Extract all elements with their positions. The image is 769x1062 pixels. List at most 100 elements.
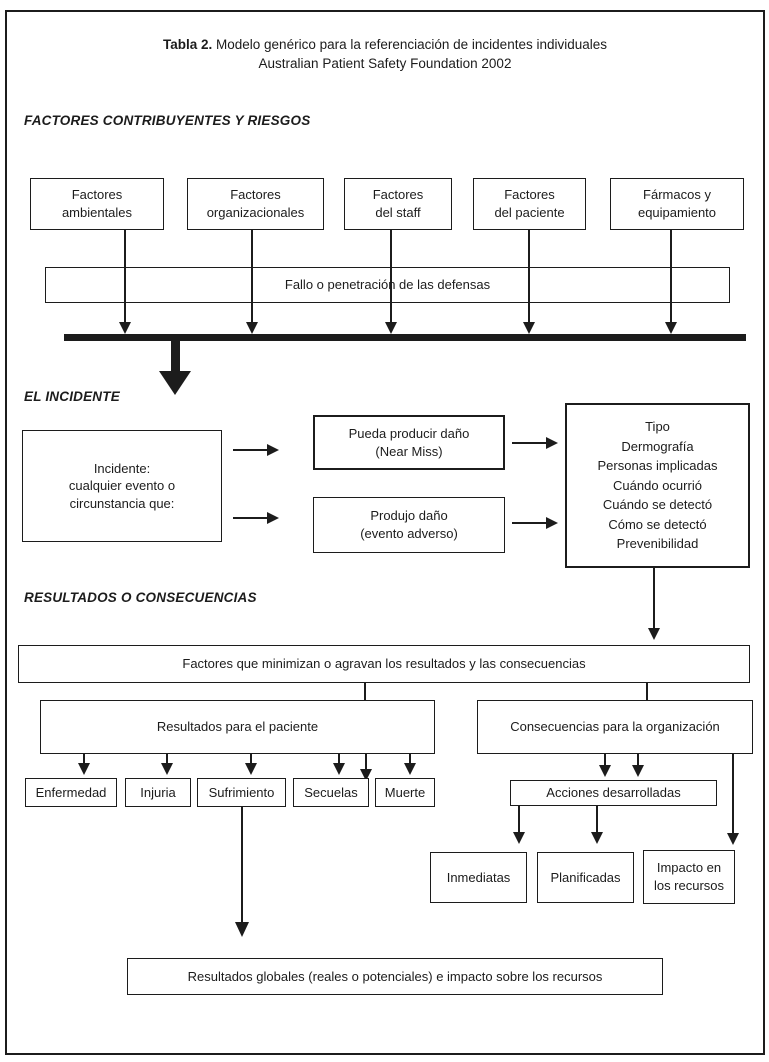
box-line: del paciente <box>494 205 565 220</box>
connector-line <box>338 754 340 764</box>
big-arrow-down-icon <box>159 371 191 395</box>
arrow-right-icon <box>267 444 279 456</box>
box-line: circunstancia que: <box>69 495 175 511</box>
box-line: (Near Miss) <box>375 443 443 459</box>
box-incident-details: Tipo Dermografía Personas implicadas Cuá… <box>565 403 750 568</box>
box-line: Resultados para el paciente <box>156 719 319 735</box>
box-line: Consecuencias para la organización <box>510 719 720 735</box>
connector-line <box>732 754 734 834</box>
connector-line <box>409 754 411 764</box>
box-line: (evento adverso) <box>360 526 458 541</box>
box-near-miss: Pueda producir daño (Near Miss) <box>313 415 505 470</box>
box-line: Factores <box>71 187 123 203</box>
defense-barrier-bar <box>64 334 746 341</box>
connector-line <box>653 568 655 629</box>
arrow-right-icon <box>546 437 558 449</box>
arrow-down-icon <box>333 763 345 775</box>
heading-el-incidente: EL INCIDENTE <box>24 389 120 404</box>
box-muerte: Muerte <box>375 778 435 807</box>
arrow-down-icon <box>385 322 397 334</box>
box-line: del staff <box>375 205 421 220</box>
box-resultados-globales: Resultados globales (reales o potenciale… <box>127 958 663 995</box>
box-factores-del-paciente: Factores del paciente <box>473 178 586 230</box>
box-evento-adverso: Produjo daño (evento adverso) <box>313 497 505 553</box>
arrow-down-icon <box>591 832 603 844</box>
connector-line <box>512 442 547 444</box>
box-farmacos-equipamiento: Fármacos y equipamiento <box>610 178 744 230</box>
box-acciones-desarrolladas: Acciones desarrolladas <box>510 780 717 806</box>
arrow-down-icon <box>665 322 677 334</box>
connector-line <box>233 449 268 451</box>
box-injuria: Injuria <box>125 778 191 807</box>
box-line: cualquier evento o <box>68 478 176 494</box>
box-line: ambientales <box>61 205 133 220</box>
box-line: Personas implicadas <box>597 458 718 474</box>
box-resultados-paciente: Resultados para el paciente <box>40 700 435 754</box>
connector-line <box>596 806 598 833</box>
arrow-down-icon <box>78 763 90 775</box>
connector-line <box>166 754 168 764</box>
box-line: Muerte <box>384 784 426 800</box>
box-line: Pueda producir daño <box>348 425 470 441</box>
arrow-right-icon <box>267 512 279 524</box>
connector-line <box>251 230 253 322</box>
connector-line <box>528 230 530 322</box>
box-line: equipamiento <box>637 205 717 220</box>
box-incidente: Incidente: cualquier evento o circunstan… <box>22 430 222 542</box>
arrow-right-icon <box>546 517 558 529</box>
arrow-down-icon <box>599 765 611 777</box>
box-line: Fallo o penetración de las defensas <box>284 277 491 293</box>
arrow-down-icon <box>648 628 660 640</box>
box-inmediatas: Inmediatas <box>430 852 527 903</box>
box-line: Factores <box>372 187 424 203</box>
connector-line <box>390 230 392 322</box>
connector-line <box>670 230 672 322</box>
box-line: Resultados globales (reales o potenciale… <box>187 968 603 984</box>
box-planificadas: Planificadas <box>537 852 634 903</box>
connector-line <box>637 754 639 766</box>
box-line: Sufrimiento <box>208 784 275 800</box>
box-line: Factores que minimizan o agravan los res… <box>182 656 586 672</box>
heading-factores-contribuyentes: FACTORES CONTRIBUYENTES Y RIESGOS <box>24 113 311 128</box>
box-line: Inmediatas <box>446 869 511 885</box>
box-line: Impacto en <box>656 860 722 876</box>
connector-line <box>241 807 243 923</box>
box-enfermedad: Enfermedad <box>25 778 117 807</box>
box-line: Prevenibilidad <box>616 536 699 552</box>
box-consecuencias-organizacion: Consecuencias para la organización <box>477 700 753 754</box>
box-impacto-recursos: Impacto en los recursos <box>643 850 735 904</box>
arrow-down-icon <box>161 763 173 775</box>
box-line: Planificadas <box>550 869 621 885</box>
box-line: los recursos <box>653 878 725 893</box>
box-line: Acciones desarrolladas <box>546 785 681 801</box>
heading-resultados-consecuencias: RESULTADOS O CONSECUENCIAS <box>24 590 257 605</box>
box-line: Secuelas <box>304 784 358 800</box>
connector-line <box>604 754 606 766</box>
box-sufrimiento: Sufrimiento <box>197 778 286 807</box>
box-line: Factores <box>504 187 555 203</box>
arrow-down-icon <box>119 322 131 334</box>
box-factores-organizacionales: Factores organizacionales <box>187 178 324 230</box>
connector-line <box>250 754 252 764</box>
box-factores-ambientales: Factores ambientales <box>30 178 164 230</box>
title-line-2: Australian Patient Safety Foundation 200… <box>258 55 512 71</box>
box-line: organizacionales <box>206 205 305 220</box>
box-line: Tipo <box>645 419 670 435</box>
title-text: Modelo genérico para la referenciación d… <box>216 37 608 52</box>
big-arrow-stem <box>171 341 180 372</box>
arrow-down-icon <box>246 322 258 334</box>
arrow-down-icon <box>727 833 739 845</box>
connector-line <box>646 683 648 701</box>
box-factores-del-staff: Factores del staff <box>344 178 452 230</box>
connector-line <box>364 683 366 701</box>
box-line: Fármacos y <box>643 187 711 203</box>
box-line: Cuándo ocurrió <box>613 477 702 493</box>
title-label: Tabla 2. <box>162 37 213 52</box>
connector-line <box>83 754 85 764</box>
title-line-1: Tabla 2. Modelo genérico para la referen… <box>60 36 710 55</box>
box-fallo-defensas: Fallo o penetración de las defensas <box>45 267 730 303</box>
box-line: Produjo daño <box>370 508 448 524</box>
page-border <box>5 10 765 1055</box>
arrow-down-icon <box>245 763 257 775</box>
